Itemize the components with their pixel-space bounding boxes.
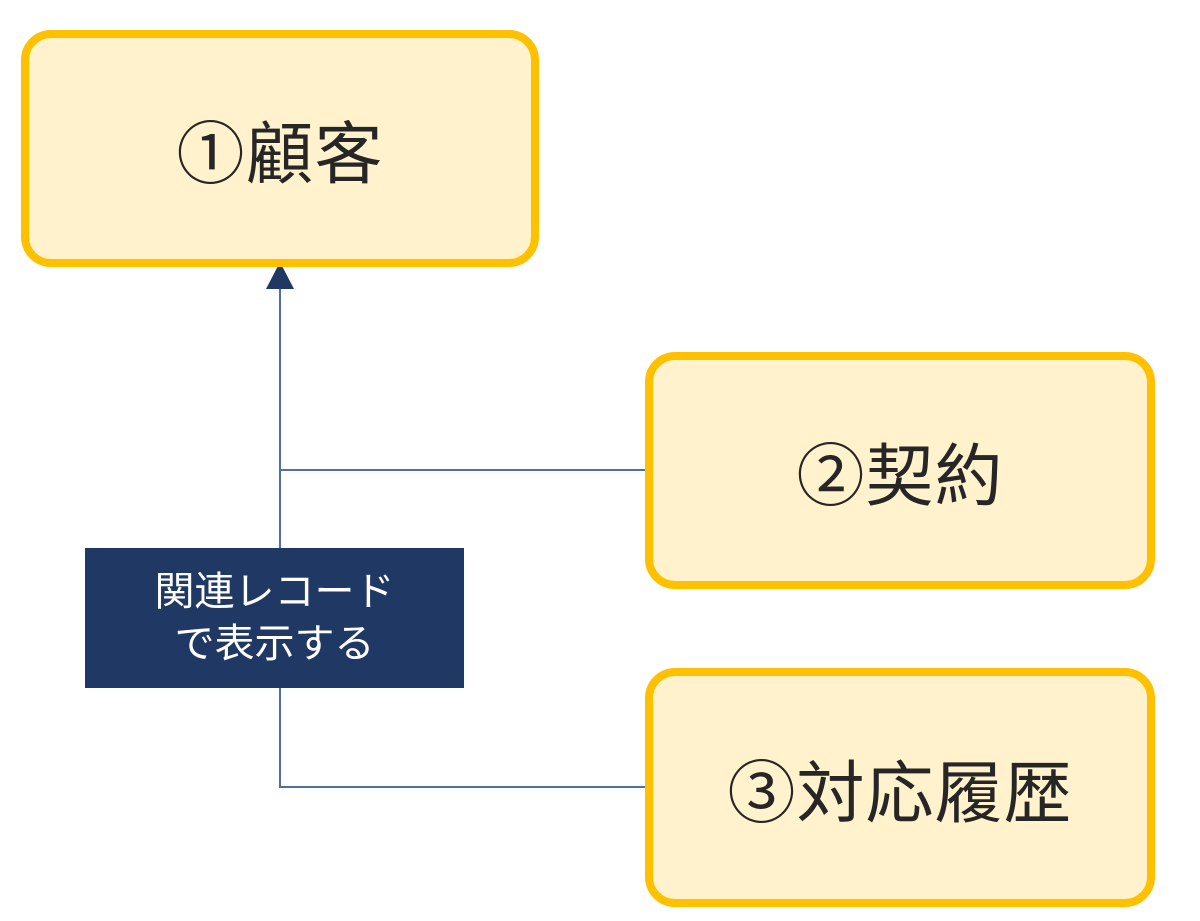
node-history: ③対応履歴: [645, 668, 1155, 907]
connector-line-contract-to-trunk: [280, 469, 646, 471]
connector-callout: 関連レコード で表示する: [85, 548, 464, 688]
connector-line-history-to-trunk: [280, 786, 646, 788]
node-customer: ①顧客: [21, 30, 539, 267]
node-history-label: ③対応履歴: [727, 756, 1073, 832]
node-customer-label: ①顧客: [176, 117, 384, 193]
connector-vertical-line: [279, 285, 281, 788]
node-contract: ②契約: [645, 352, 1155, 589]
callout-text-line1: 関連レコード: [154, 570, 395, 614]
node-contract-label: ②契約: [796, 439, 1004, 515]
callout-text-line2: で表示する: [174, 622, 375, 666]
